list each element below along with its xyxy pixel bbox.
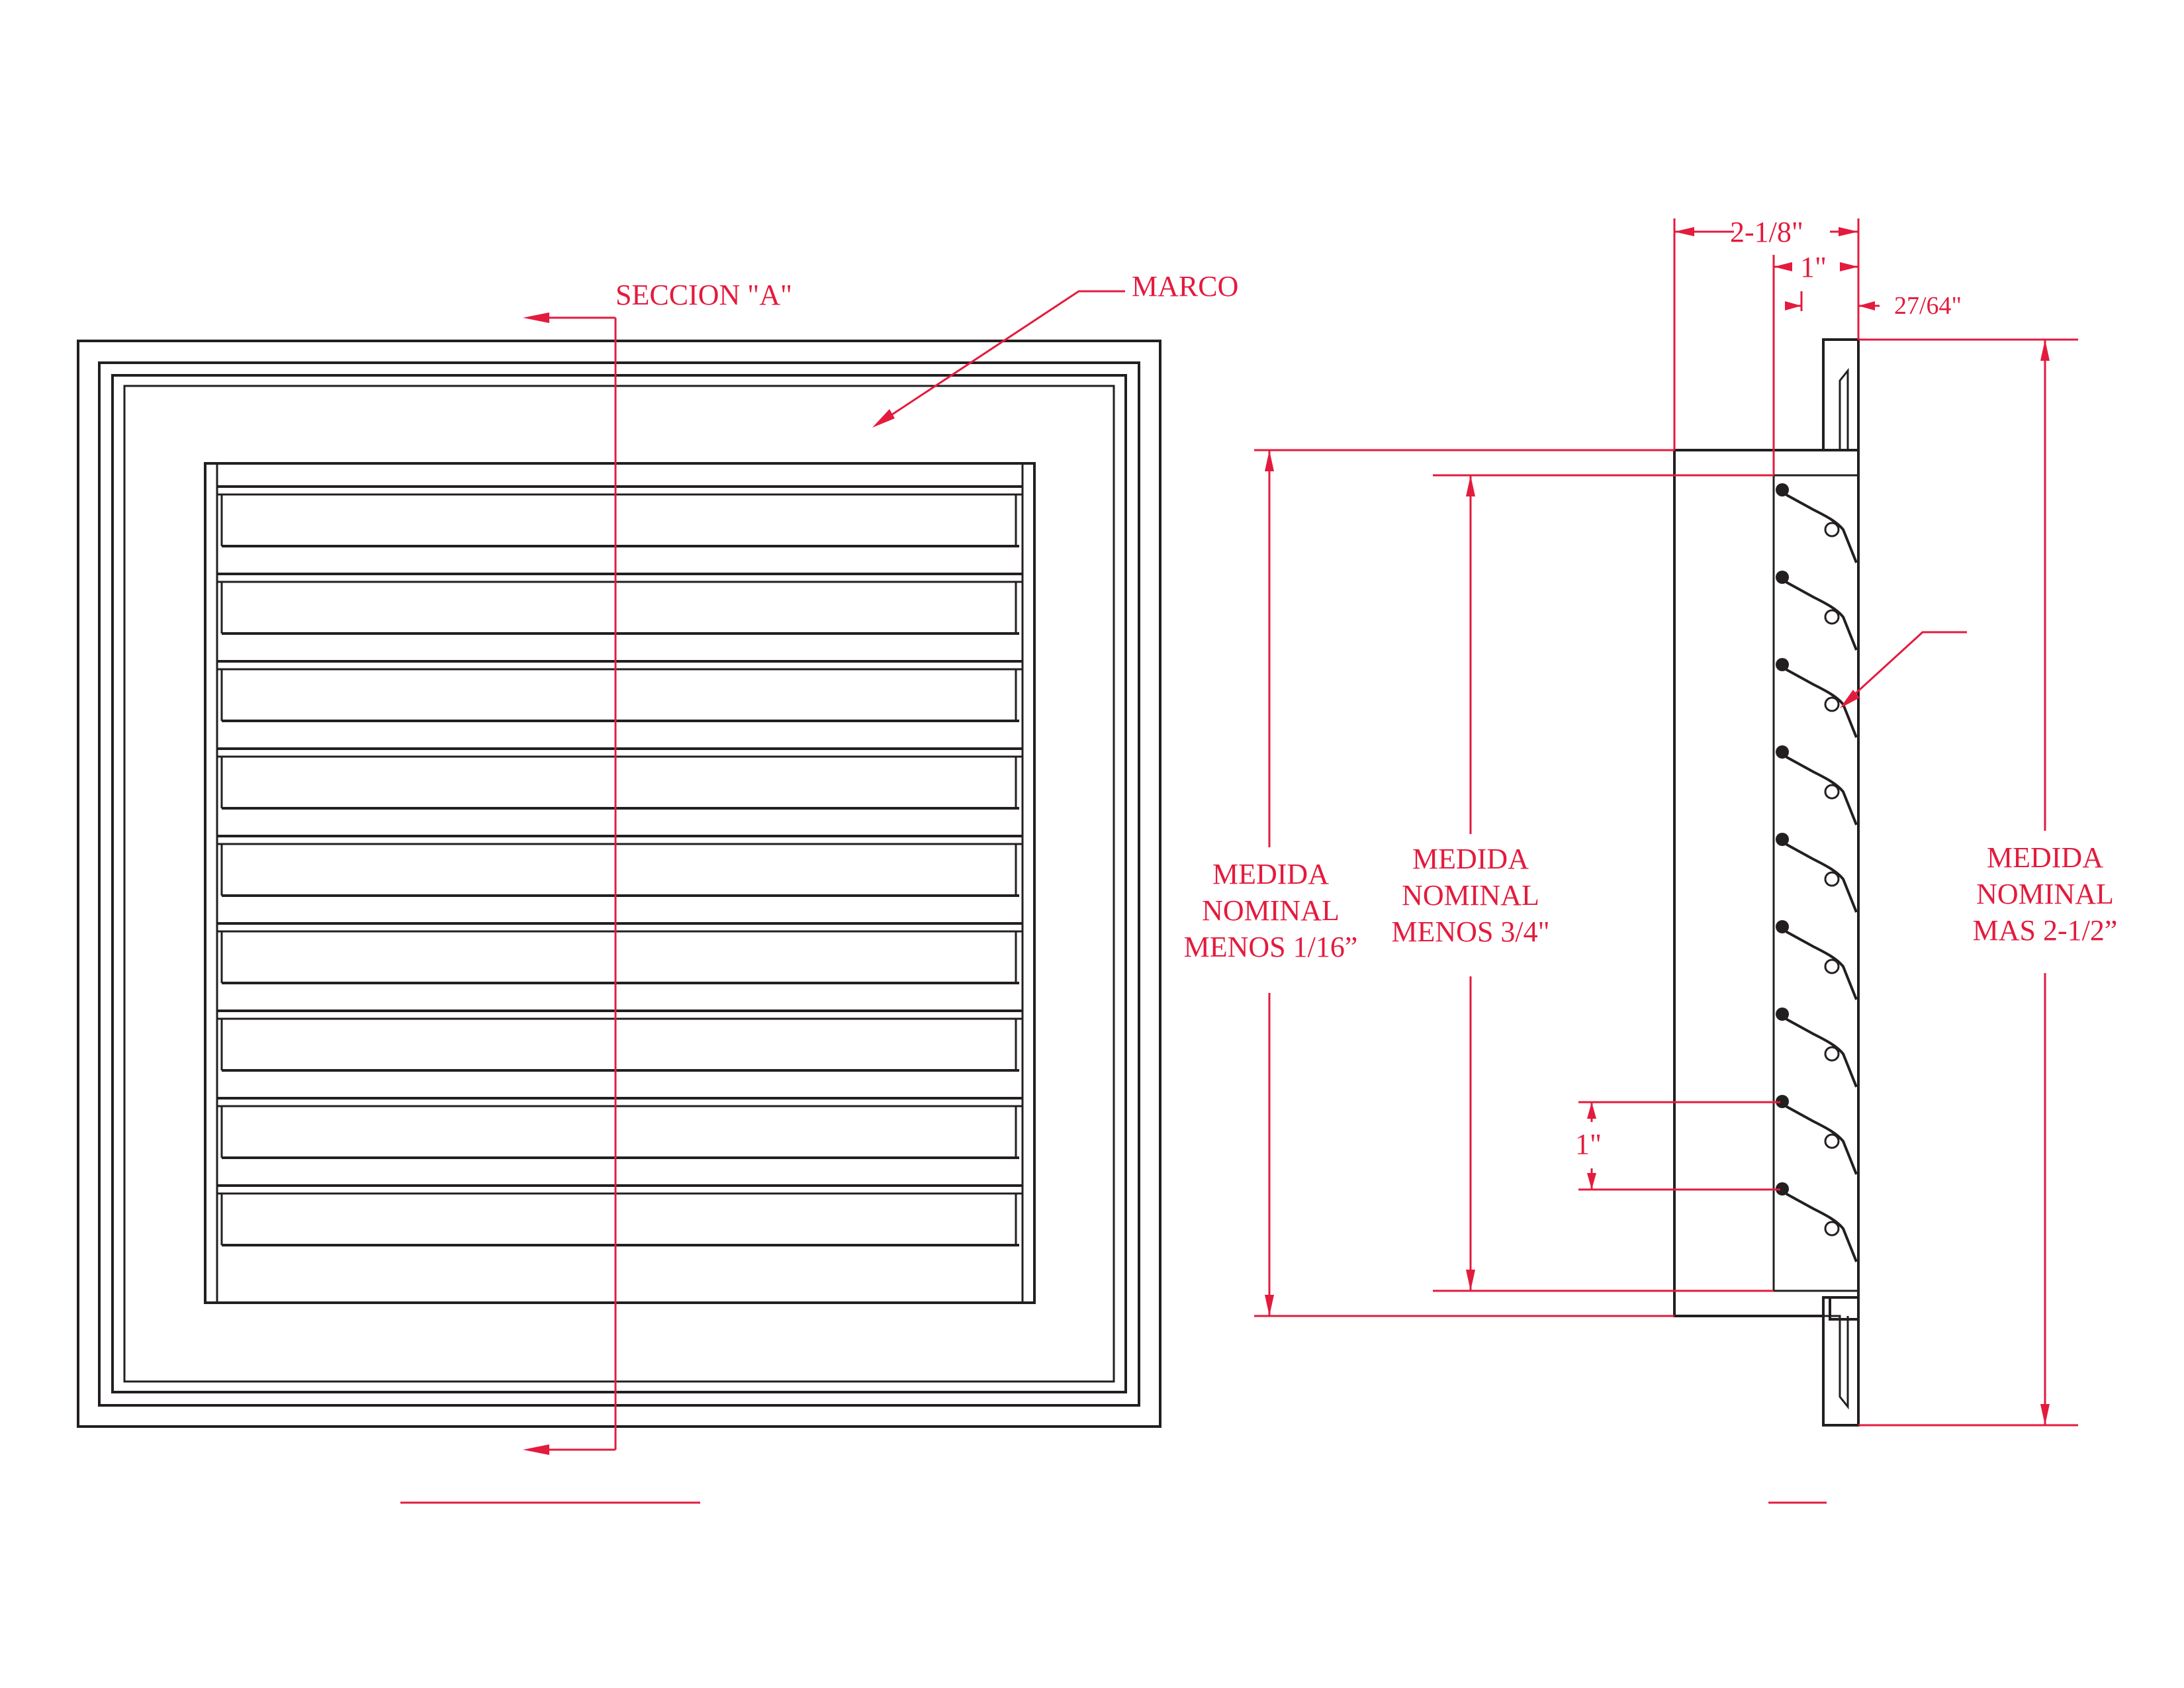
frame-leader	[880, 290, 1125, 424]
dim-blade-pitch: 1"	[1575, 1101, 1780, 1191]
dim-blade-pitch-label: 1"	[1575, 1128, 1602, 1160]
frame-inner-1	[98, 361, 1140, 1407]
louver-blade	[217, 747, 1023, 810]
flange-top-detail	[1823, 367, 1849, 451]
label-line3: MAS 2-1/2”	[1973, 914, 2118, 947]
frame-profile	[1673, 340, 1825, 1317]
arrow	[1466, 1270, 1475, 1291]
louver-blade	[217, 660, 1023, 722]
louver-opening	[204, 462, 1036, 1304]
flange-bottom-detail	[1823, 1315, 1849, 1410]
louver-blade	[217, 835, 1023, 897]
blade-profile	[1776, 920, 1858, 1000]
label-line1: MEDIDA	[1987, 841, 2103, 874]
dim-frame-depth: 1"	[1800, 251, 1827, 283]
label-line3: MENOS 1/16”	[1184, 931, 1358, 963]
section-label: SECCION "A"	[615, 279, 792, 311]
blade-callout	[1840, 631, 1967, 708]
dim-flange: 27/64"	[1894, 292, 1962, 320]
louver-blade	[217, 573, 1023, 635]
arrow	[1265, 1295, 1274, 1316]
arrow	[1265, 450, 1274, 471]
blade-profile	[1776, 658, 1858, 738]
louver-blade	[217, 1184, 1023, 1246]
blade-profile	[1776, 1008, 1858, 1088]
label-line3: MENOS 3/4"	[1391, 915, 1549, 948]
arrow	[1840, 262, 1858, 271]
arrow	[2040, 340, 2050, 361]
frame-leader-arrow	[872, 409, 895, 428]
side-blades	[1776, 483, 1858, 1262]
arrow	[1785, 301, 1801, 310]
louver-blade	[217, 922, 1023, 984]
frame-inner-2	[111, 374, 1127, 1393]
blade-leader-arrow	[1840, 690, 1860, 708]
flange-bottom	[1822, 1296, 1860, 1427]
arrow	[1774, 262, 1792, 271]
dim-overall-depth: 2-1/8"	[1730, 216, 1803, 248]
arrow	[1466, 475, 1475, 496]
label-line2: NOMINAL	[1976, 878, 2114, 910]
arrow	[1587, 1102, 1596, 1119]
blade-profile	[1776, 745, 1858, 825]
arrow	[1674, 227, 1694, 236]
arrow	[2040, 1404, 2050, 1425]
blade-profile	[1776, 571, 1858, 651]
blade-leader	[1845, 631, 1967, 703]
label-line1: MEDIDA	[1412, 843, 1529, 875]
label-line2: NOMINAL	[1402, 879, 1539, 912]
outer-frame	[77, 340, 1161, 1428]
dim-height-plus-2-1-2: MEDIDA NOMINAL MAS 2-1/2”	[1858, 338, 2118, 1427]
blade-profile	[1776, 1182, 1858, 1262]
louver-blades	[217, 485, 1023, 1246]
frame-callout: MARCO	[872, 270, 1238, 428]
arrow	[1587, 1173, 1596, 1190]
flange-outer	[1822, 338, 1860, 1321]
label-line2: NOMINAL	[1202, 894, 1340, 927]
louver-blade	[217, 1097, 1023, 1159]
section-arrow-bottom-head	[523, 1444, 549, 1455]
section-cut: SECCION "A"	[523, 279, 792, 1455]
frame-label: MARCO	[1132, 270, 1238, 303]
side-view	[1673, 338, 1860, 1427]
top-dimensions: 2-1/8" 1" 27/64"	[1673, 216, 1962, 475]
frame-inner-3	[123, 385, 1115, 1383]
blade-profile	[1776, 833, 1858, 913]
dim-height-minus-3-4: MEDIDA NOMINAL MENOS 3/4"	[1391, 474, 1774, 1292]
louver-blade	[217, 1009, 1023, 1072]
louver-blade	[217, 485, 1023, 547]
label-line1: MEDIDA	[1212, 858, 1329, 890]
front-view	[77, 340, 1161, 1428]
section-arrow-top-head	[523, 312, 549, 323]
dim-height-minus-1-16: MEDIDA NOMINAL MENOS 1/16”	[1184, 449, 1674, 1317]
arrow	[1858, 301, 1875, 310]
blade-profile	[1776, 483, 1858, 563]
flange-top	[1822, 338, 1860, 451]
arrow	[1839, 227, 1858, 236]
blade-profile	[1776, 1095, 1858, 1175]
